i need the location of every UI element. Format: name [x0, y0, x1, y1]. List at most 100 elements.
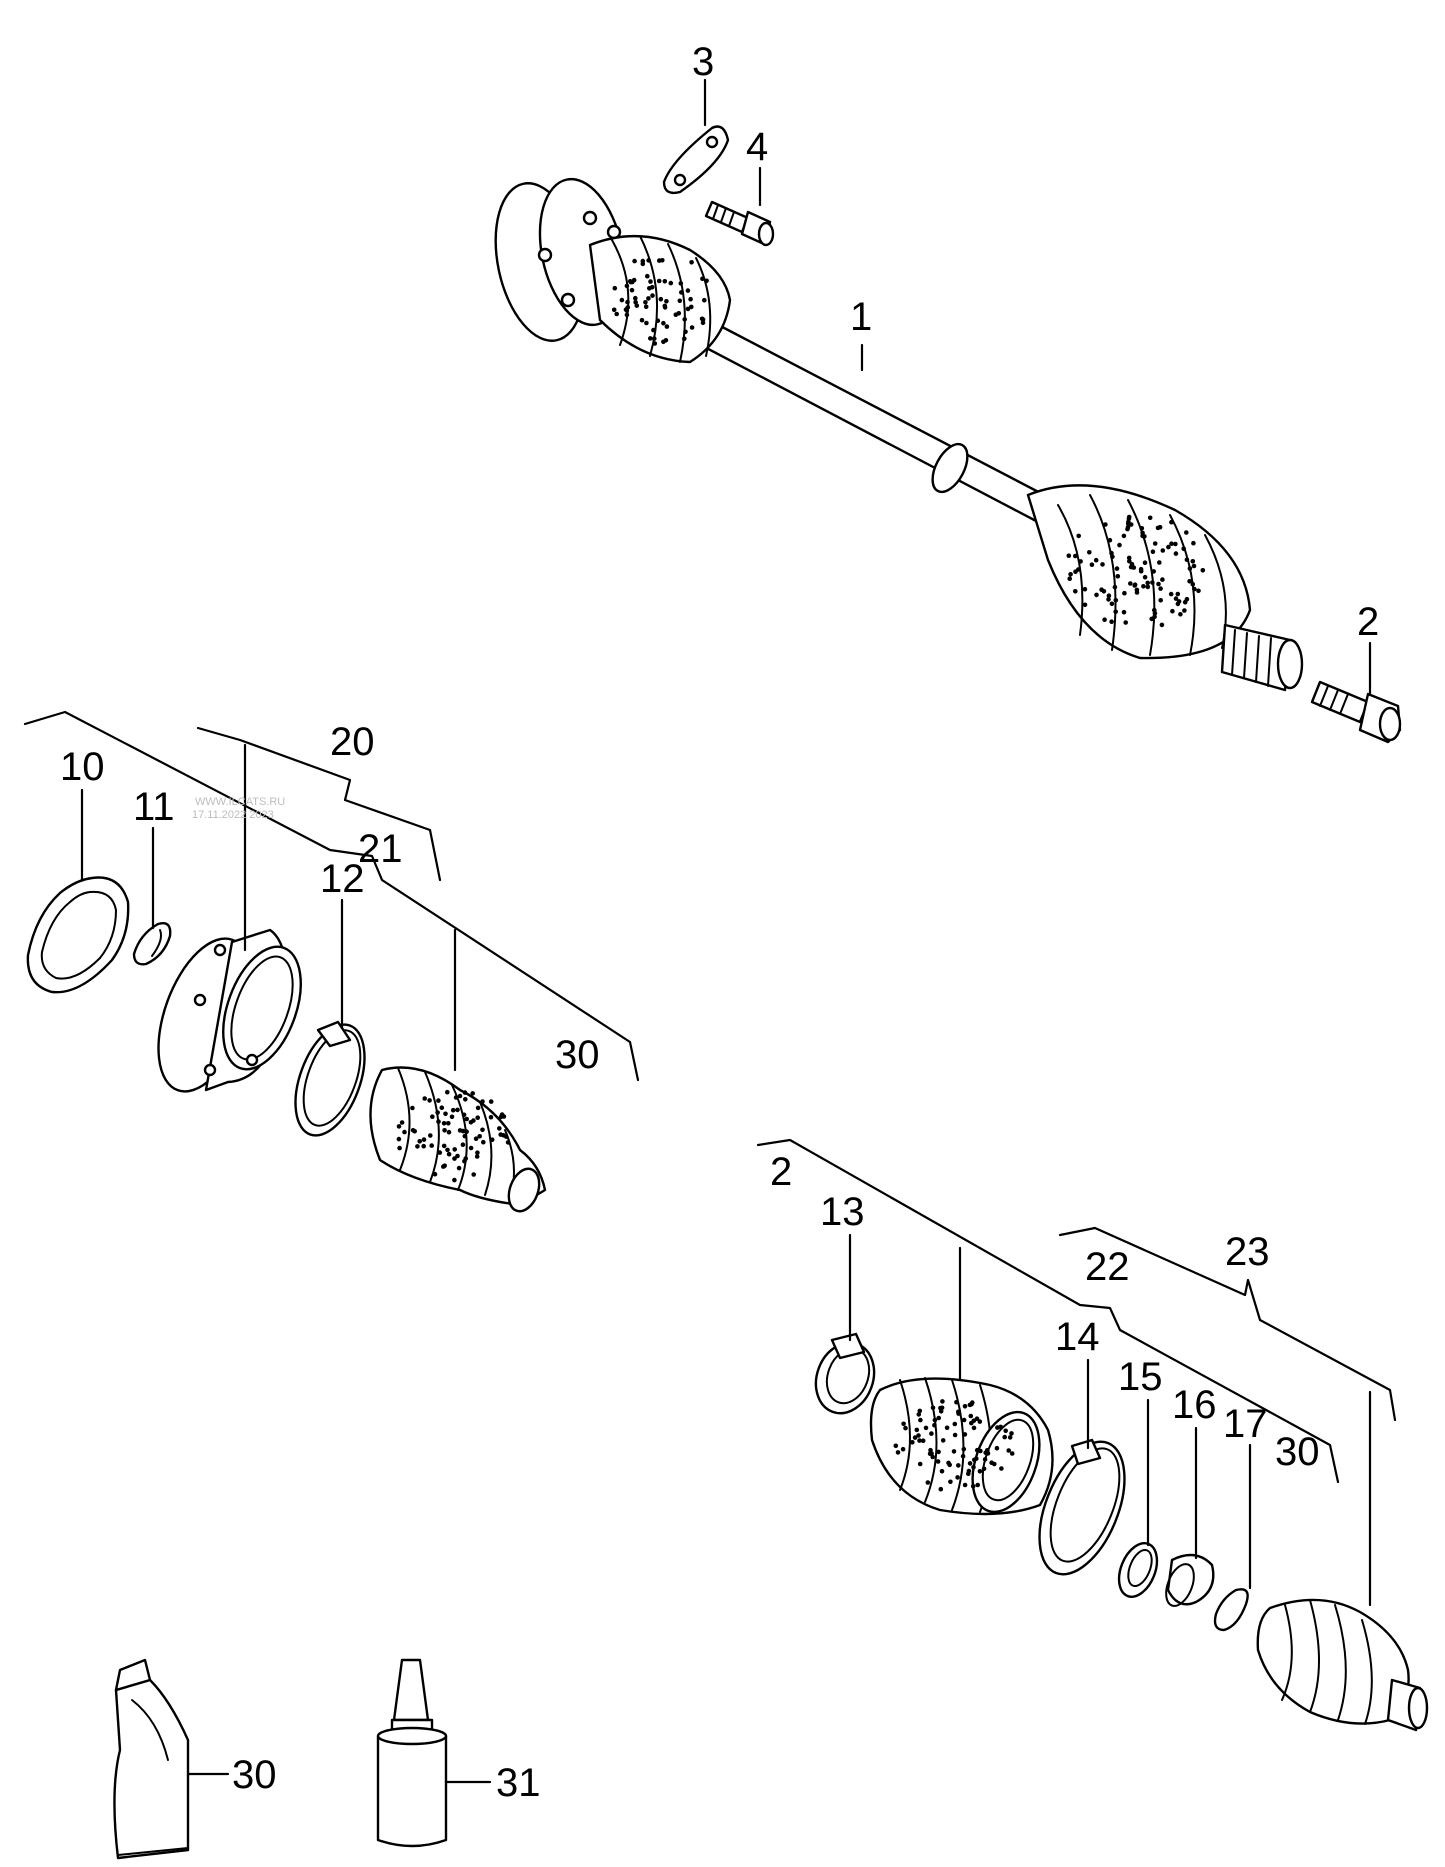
outer-joint-part-23[interactable]	[1256, 1598, 1429, 1732]
boot-texture-dot	[396, 1136, 402, 1142]
boot-texture-dot	[445, 1089, 450, 1095]
boot-texture-dot	[1110, 554, 1115, 559]
boot-texture-dot	[477, 1134, 483, 1139]
boot-texture-dot	[443, 1111, 448, 1117]
boot-texture-dot	[1113, 609, 1118, 615]
boot-texture-dot	[910, 1440, 915, 1445]
label-part-17: 17	[1223, 1402, 1268, 1446]
boot-texture-dot	[1173, 551, 1179, 556]
boot-texture-dot	[437, 1150, 443, 1155]
boot-texture-dot	[1152, 614, 1157, 620]
boot-texture-dot	[662, 279, 668, 284]
boot-texture-dot	[1066, 553, 1072, 558]
clamp-part-12[interactable]	[282, 1015, 378, 1145]
boot-part-21[interactable]	[369, 1066, 547, 1216]
boot-texture-dot	[445, 1147, 450, 1153]
boot-texture-dot	[1102, 617, 1107, 622]
boot-texture-dot	[971, 1425, 977, 1431]
boot-texture-dot	[1196, 588, 1201, 594]
clamp-part-14[interactable]	[1022, 1430, 1141, 1587]
boot-texture-dot	[652, 336, 657, 341]
boot-texture-dot	[449, 1114, 455, 1120]
label-part-30-right: 30	[1275, 1430, 1320, 1474]
leader-lines	[23, 78, 1397, 1784]
circlip-part-11[interactable]	[132, 922, 172, 966]
boot-texture-dot	[480, 1099, 485, 1104]
boot-texture-dot	[442, 1128, 447, 1133]
boot-texture-dot	[417, 1139, 423, 1144]
boot-texture-dot	[1155, 525, 1161, 531]
boot-texture-dot	[925, 1480, 931, 1485]
boot-texture-dot	[1082, 602, 1088, 608]
spacer-part-16[interactable]	[1161, 1553, 1215, 1610]
boot-texture-dot	[903, 1425, 908, 1431]
gasket-part-10[interactable]	[26, 876, 130, 994]
boot-texture-dot	[455, 1153, 460, 1159]
boot-texture-dot	[1187, 579, 1192, 584]
boot-part-22[interactable]	[869, 1377, 1054, 1521]
boot-texture-dot	[640, 258, 646, 264]
boot-texture-dot	[619, 297, 625, 303]
boot-texture-dot	[452, 1177, 457, 1183]
label-part-11: 11	[133, 785, 175, 829]
lock-plate-part-3[interactable]	[662, 125, 730, 195]
boot-texture-dot	[646, 296, 651, 301]
boot-texture-dot	[503, 1134, 509, 1139]
boot-texture-dot	[1175, 601, 1181, 607]
boot-texture-dot	[1132, 582, 1138, 587]
circlip-part-17[interactable]	[1213, 1588, 1249, 1632]
label-part-30-tube: 30	[232, 1753, 277, 1797]
boot-texture-dot	[473, 1136, 479, 1141]
boot-texture-dot	[1191, 563, 1197, 569]
inner-joint-part-20[interactable]	[140, 926, 316, 1104]
boot-texture-dot	[1142, 574, 1148, 580]
boot-texture-dot	[661, 320, 666, 326]
boot-texture-dot	[962, 1432, 968, 1437]
label-part-1: 1	[850, 295, 872, 339]
bolt-part-2[interactable]	[1310, 680, 1402, 744]
washer-part-15[interactable]	[1112, 1538, 1165, 1603]
boot-texture-dot	[428, 1133, 433, 1138]
boot-texture-dot	[968, 1413, 974, 1419]
boot-texture-dot	[1178, 612, 1183, 617]
boot-texture-dot	[1145, 584, 1151, 590]
boot-texture-dot	[1160, 577, 1165, 582]
boot-texture-dot	[501, 1114, 507, 1119]
boot-texture-dot	[441, 1121, 447, 1126]
bolt-part-4[interactable]	[704, 200, 775, 247]
boot-texture-dot	[1156, 581, 1161, 587]
boot-texture-dot	[422, 1096, 428, 1101]
boot-texture-dot	[962, 1482, 968, 1488]
boot-texture-dot	[1125, 526, 1130, 532]
grease-tube-part-30[interactable]	[113, 1658, 190, 1860]
boot-texture-dot	[1191, 540, 1196, 546]
boot-texture-dot	[1157, 560, 1162, 565]
drive-shaft-assembly[interactable]	[482, 171, 1304, 692]
boot-texture-dot	[1159, 622, 1165, 628]
boot-texture-dot	[1006, 1448, 1011, 1453]
boot-texture-dot	[450, 1107, 456, 1113]
boot-texture-dot	[612, 285, 618, 291]
boot-texture-dot	[652, 341, 658, 346]
boot-texture-dot	[489, 1137, 495, 1142]
boot-texture-dot	[1145, 580, 1150, 586]
boot-texture-dot	[1173, 596, 1179, 601]
boot-texture-dot	[1150, 580, 1155, 585]
boot-texture-dot	[689, 304, 694, 310]
boot-texture-dot	[1152, 541, 1158, 546]
boot-texture-dot	[954, 1399, 959, 1405]
boot-texture-dot	[475, 1105, 481, 1111]
boot-texture-dot	[689, 325, 695, 330]
clamp-part-13[interactable]	[806, 1332, 883, 1421]
boot-texture-dot	[923, 1425, 929, 1431]
boot-texture-dot	[1184, 530, 1189, 535]
boot-texture-dot	[1126, 555, 1132, 561]
boot-texture-dot	[396, 1124, 402, 1129]
boot-texture-dot	[650, 293, 655, 298]
boot-texture-dot	[673, 312, 679, 318]
sealant-bottle-part-31[interactable]	[376, 1658, 448, 1848]
boot-texture-dot	[1121, 609, 1127, 615]
label-part-21: 21	[358, 827, 403, 871]
boot-texture-dot	[1158, 586, 1163, 591]
boot-texture-dot	[648, 336, 653, 341]
